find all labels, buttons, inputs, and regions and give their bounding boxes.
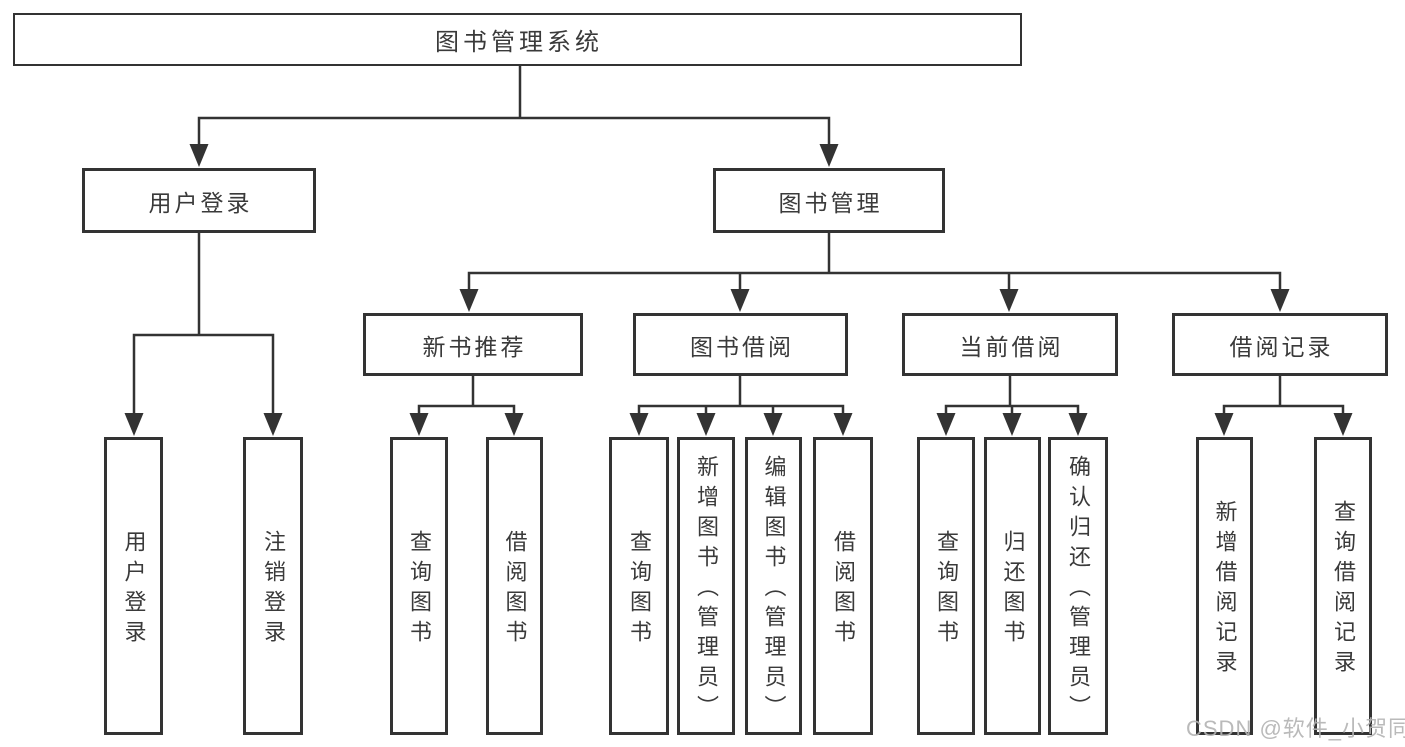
- node-label: 图书管理: [778, 189, 883, 216]
- node-label: 归还图书: [1000, 530, 1026, 650]
- leaf-add-books-admin: 新增图书（管理员）: [677, 437, 735, 735]
- node-label: 图书管理系统: [435, 29, 603, 56]
- leaf-confirm-return-admin: 确认归还（管理员）: [1048, 437, 1108, 735]
- arrow-down-icon: [833, 413, 853, 436]
- arrow-down-icon: [263, 413, 283, 436]
- arrowheads: [124, 144, 1353, 436]
- leaf-edit-books-admin: 编辑图书（管理员）: [745, 437, 802, 735]
- leaf-query-books-3: 查询图书: [917, 437, 975, 735]
- node-user-login: 用户登录: [82, 168, 316, 233]
- node-label: 查询图书: [627, 530, 652, 650]
- node-label: 借阅图书: [831, 530, 856, 650]
- arrow-down-icon: [1068, 413, 1088, 436]
- node-book-borrowing: 图书借阅: [633, 313, 848, 376]
- arrow-down-icon: [409, 413, 429, 436]
- arrow-down-icon: [189, 144, 209, 167]
- node-label: 新增借阅记录: [1212, 500, 1238, 680]
- leaf-user-login: 用户登录: [104, 437, 163, 735]
- node-label: 确认归还（管理员）: [1066, 455, 1091, 725]
- leaf-return-books: 归还图书: [984, 437, 1041, 735]
- node-label: 查询图书: [934, 530, 959, 650]
- arrow-down-icon: [819, 144, 839, 167]
- leaf-add-borrowing-record: 新增借阅记录: [1196, 437, 1253, 735]
- node-label: 用户登录: [148, 189, 253, 216]
- node-label: 注销登录: [261, 530, 286, 650]
- node-borrowing-records: 借阅记录: [1172, 313, 1388, 376]
- node-label: 图书借阅: [690, 333, 794, 360]
- node-label: 编辑图书（管理员）: [761, 455, 787, 725]
- node-label: 查询图书: [407, 530, 432, 650]
- arrow-down-icon: [936, 413, 956, 436]
- arrow-down-icon: [504, 413, 524, 436]
- node-book-management: 图书管理: [713, 168, 945, 233]
- arrow-down-icon: [124, 413, 144, 436]
- csdn-watermark: CSDN @软件_小贺同学: [1186, 716, 1405, 741]
- arrow-down-icon: [1270, 289, 1290, 312]
- arrow-down-icon: [1002, 413, 1022, 436]
- leaf-borrow-books-2: 借阅图书: [813, 437, 873, 735]
- leaf-borrow-books-1: 借阅图书: [486, 437, 543, 735]
- arrow-down-icon: [696, 413, 716, 436]
- leaf-query-borrowing-record: 查询借阅记录: [1314, 437, 1372, 735]
- arrow-down-icon: [459, 289, 479, 312]
- arrow-down-icon: [730, 289, 750, 312]
- node-current-borrowing: 当前借阅: [902, 313, 1118, 376]
- leaf-query-books-2: 查询图书: [609, 437, 669, 735]
- node-library-management-system: 图书管理系统: [13, 13, 1022, 66]
- arrow-down-icon: [629, 413, 649, 436]
- node-label: 查询借阅记录: [1331, 500, 1356, 680]
- leaf-logout: 注销登录: [243, 437, 303, 735]
- node-new-book-recommendation: 新书推荐: [363, 313, 583, 376]
- node-label: 借阅记录: [1229, 333, 1334, 360]
- arrow-down-icon: [1214, 413, 1234, 436]
- arrow-down-icon: [999, 289, 1019, 312]
- leaf-query-books-1: 查询图书: [390, 437, 448, 735]
- node-label: 借阅图书: [502, 530, 528, 650]
- arrow-down-icon: [763, 413, 783, 436]
- node-label: 用户登录: [121, 530, 147, 650]
- arrow-down-icon: [1333, 413, 1353, 436]
- node-label: 新书推荐: [422, 333, 527, 360]
- node-label: 新增图书（管理员）: [694, 455, 719, 725]
- node-label: 当前借阅: [959, 333, 1064, 360]
- connector-lines: [132, 64, 1345, 417]
